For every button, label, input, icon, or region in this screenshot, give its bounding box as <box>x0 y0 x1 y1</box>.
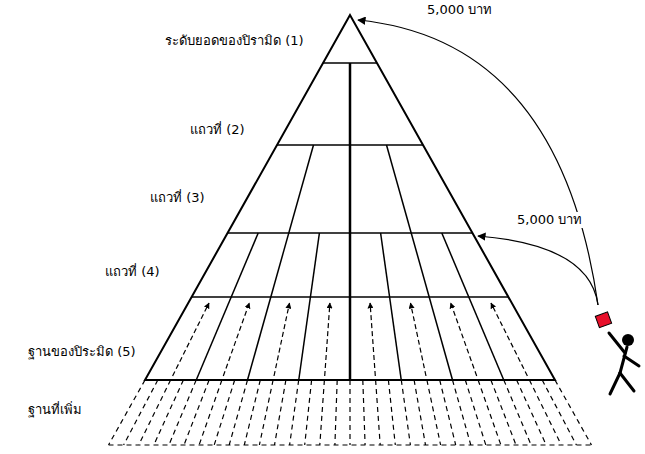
level-label: ระดับยอดของปิรามิด (1) <box>165 33 304 49</box>
added-base-lines <box>109 380 592 445</box>
recruit-arrows <box>173 303 528 376</box>
money-arrow <box>358 20 598 305</box>
person-figure <box>595 312 639 394</box>
amount-label: 5,000 บาท <box>425 2 494 18</box>
row-label: ฐานของปิระมิด (5) <box>28 344 136 360</box>
pyramid-outline <box>145 15 555 380</box>
row-label: แถวที่ (3) <box>150 190 205 206</box>
row-label: แถวที่ (2) <box>190 122 245 138</box>
row-label: ฐานที่เพิ่ม <box>28 402 82 418</box>
row-label: แถวที่ (4) <box>105 264 160 280</box>
amount-label: 5,000 บาท <box>515 212 584 228</box>
money-arrow <box>478 236 598 305</box>
cell-dividers <box>196 63 504 380</box>
